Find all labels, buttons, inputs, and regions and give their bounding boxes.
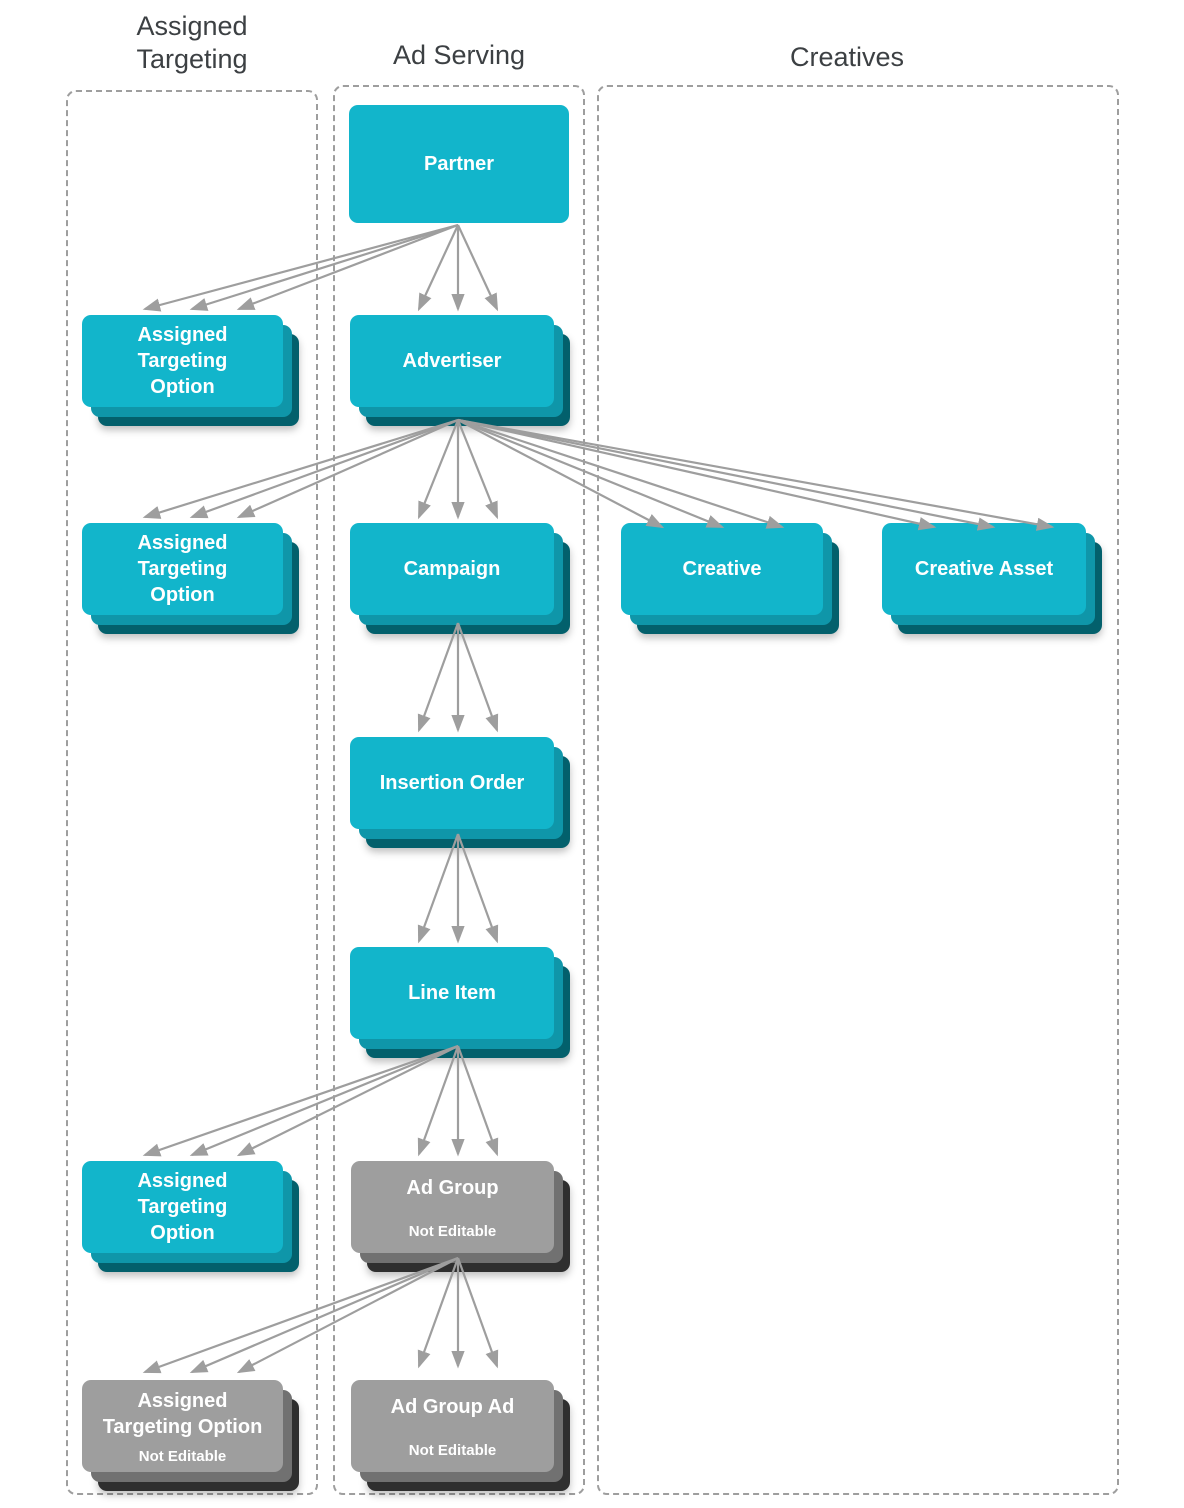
header-creatives: Creatives — [789, 42, 905, 72]
node-assigned-targeting-option-ad-group: Assigned Targeting Option Not Editable — [82, 1380, 299, 1491]
node-face: Ad Group Ad Not Editable — [351, 1380, 554, 1472]
node-label: Insertion Order — [379, 772, 525, 794]
node-label: Line Item — [408, 982, 496, 1004]
node-label: Assigned Targeting Option — [137, 532, 228, 606]
node-face: Assigned Targeting Option — [82, 1161, 283, 1253]
node-label: Partner — [423, 153, 495, 175]
node-face: Campaign — [350, 523, 554, 615]
node-label: Assigned Targeting Option — [137, 324, 228, 398]
node-label: Assigned Targeting Option — [102, 1389, 263, 1438]
header-assigned-targeting: Assigned Targeting — [136, 11, 248, 74]
node-face: Assigned Targeting Option — [82, 315, 283, 407]
node-face: Creative Asset — [882, 523, 1086, 615]
node-ad-group: Ad Group Not Editable — [351, 1161, 570, 1272]
column-assigned-targeting — [66, 90, 318, 1495]
node-partner: Partner — [349, 105, 569, 223]
node-assigned-targeting-option-advertiser: Assigned Targeting Option — [82, 523, 299, 634]
node-assigned-targeting-option-line-item: Assigned Targeting Option — [82, 1161, 299, 1272]
node-creative: Creative — [621, 523, 839, 634]
node-face: Creative — [621, 523, 823, 615]
column-creatives — [597, 85, 1119, 1495]
node-advertiser: Advertiser — [350, 315, 570, 426]
node-campaign: Campaign — [350, 523, 570, 634]
node-label: Ad Group Ad — [390, 1395, 515, 1418]
node-label: Ad Group — [406, 1176, 499, 1199]
node-not-editable-note: Not Editable — [408, 1222, 497, 1240]
node-face: Insertion Order — [350, 737, 554, 829]
column-ad-serving — [333, 85, 585, 1495]
node-insertion-order: Insertion Order — [350, 737, 570, 848]
header-ad-serving: Ad Serving — [392, 40, 526, 70]
node-face: Line Item — [350, 947, 554, 1039]
node-face: Ad Group Not Editable — [351, 1161, 554, 1253]
node-face: Advertiser — [350, 315, 554, 407]
node-face: Assigned Targeting Option Not Editable — [82, 1380, 283, 1472]
node-label: Assigned Targeting Option — [137, 1170, 228, 1244]
node-not-editable-note: Not Editable — [408, 1441, 497, 1459]
node-face: Assigned Targeting Option — [82, 523, 283, 615]
node-ad-group-ad: Ad Group Ad Not Editable — [351, 1380, 570, 1491]
node-line-item: Line Item — [350, 947, 570, 1058]
node-label: Creative — [682, 558, 762, 580]
node-creative-asset: Creative Asset — [882, 523, 1102, 634]
node-not-editable-note: Not Editable — [138, 1447, 227, 1465]
node-label: Campaign — [403, 558, 501, 580]
node-assigned-targeting-option-partner: Assigned Targeting Option — [82, 315, 299, 426]
node-face: Partner — [349, 105, 569, 223]
node-label: Advertiser — [402, 350, 502, 372]
node-label: Creative Asset — [914, 558, 1054, 580]
